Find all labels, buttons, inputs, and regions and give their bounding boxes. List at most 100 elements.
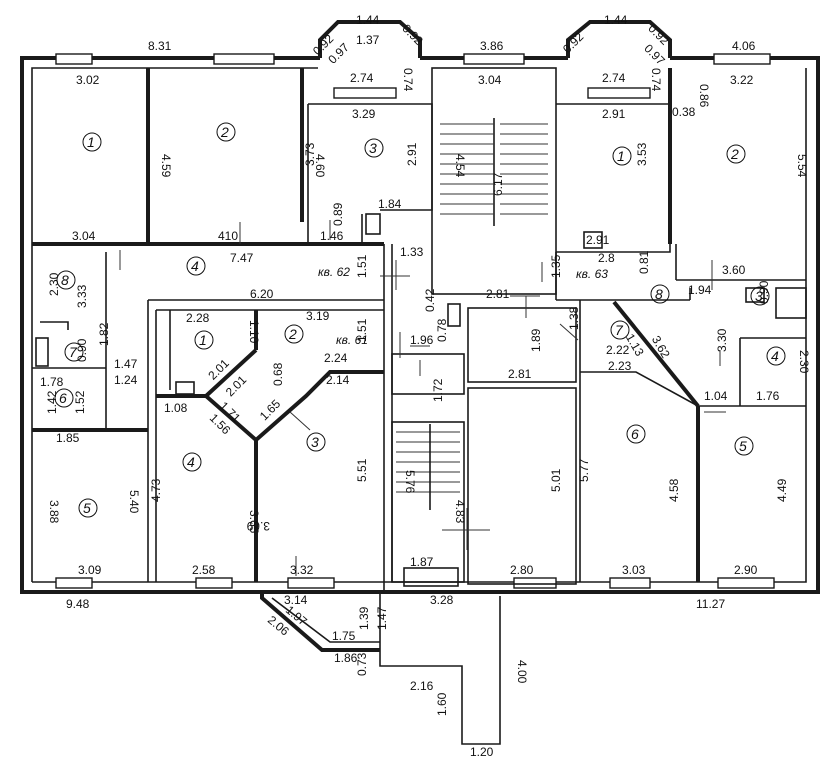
dimension-label: 3.14 (284, 593, 308, 607)
dimension-label: 3.04 (72, 229, 96, 243)
dimension-label: 6.20 (250, 287, 274, 301)
dimension-label: 11.27 (696, 597, 725, 611)
dimension-label: 2.81 (508, 367, 532, 381)
apartment-labels: кв. 62 кв. 61 кв. 63 (318, 265, 608, 347)
dimension-label: 1.82 (97, 322, 111, 346)
dimension-label: 3.28 (430, 593, 454, 607)
dimension-label: 2.30 (47, 272, 61, 296)
room-number: 2 (220, 124, 229, 140)
dimension-label: 5.54 (795, 154, 809, 178)
dimension-label: 2.80 (510, 563, 534, 577)
room-number: 4 (191, 258, 199, 274)
dimension-label: 4.58 (667, 478, 681, 502)
room-number: 3 (755, 288, 763, 304)
dimension-label: 3.32 (290, 563, 314, 577)
dimension-label: 0.74 (649, 68, 663, 92)
dimension-label: 2.01 (205, 356, 232, 383)
room-number: 6 (59, 390, 67, 406)
dimension-label: 4.60 (313, 154, 327, 178)
dimension-label: 2.74 (350, 71, 374, 85)
dimension-label: 1.42 (45, 390, 59, 414)
dimension-label: 1.86 (334, 651, 358, 665)
dimension-label: 1.44 (356, 13, 380, 27)
dimension-label: 2.16 (410, 679, 434, 693)
dimension-label: 2.91 (405, 142, 419, 166)
room-number: 2 (288, 326, 297, 342)
dimension-label: 0.92 (560, 29, 587, 56)
dimension-label: 0.89 (331, 202, 345, 226)
apartment-label: кв. 62 (318, 265, 350, 279)
dimension-label: 5.40 (127, 490, 141, 514)
dimension-label: 3.09 (78, 563, 102, 577)
dimension-label: 1.60 (435, 692, 449, 716)
dimension-label: 3.88 (47, 500, 61, 524)
room-number: 1 (87, 134, 95, 150)
dimension-label: 2.23 (608, 359, 632, 373)
dimension-label: 5.51 (355, 458, 369, 482)
dimension-label: 2.91 (586, 233, 610, 247)
room-number: 5 (739, 438, 747, 454)
dimension-label: 2.24 (324, 351, 348, 365)
dimension-label: 3.04 (478, 73, 502, 87)
room-number: 7 (615, 322, 624, 338)
dimension-label: 1.76 (756, 389, 780, 403)
dimension-label: 0.73 (355, 652, 369, 676)
dimension-label: 1.85 (56, 431, 80, 445)
dimension-label: 1.78 (40, 375, 64, 389)
apartment-label: кв. 61 (336, 333, 368, 347)
room-number: 3 (311, 434, 319, 450)
apartment-label: кв. 63 (576, 267, 608, 281)
dimension-label: 0.38 (672, 105, 696, 119)
dimension-label: 4.59 (159, 154, 173, 178)
dimension-label: 6.17 (491, 172, 505, 196)
door-marks (119, 220, 726, 576)
dimension-label: 3.29 (352, 107, 376, 121)
room-number: 7 (69, 344, 78, 360)
dimension-label: 2.22 (606, 343, 630, 357)
dimension-label: 1.87 (410, 555, 434, 569)
dimension-label: 1.38 (567, 306, 581, 330)
dimension-label: 1.47 (375, 606, 389, 630)
dimension-label: 3.02 (76, 73, 100, 87)
dimension-label: 3.69 (246, 519, 270, 533)
dimension-label: 4.49 (775, 478, 789, 502)
dimension-label: 5.77 (577, 458, 591, 482)
windows (55, 53, 775, 589)
room-numbers: 1 2 3 4 5 6 7 8 1 2 3 4 1 2 3 4 5 6 7 8 (54, 122, 786, 518)
dimension-label: 1.35 (549, 254, 563, 278)
dimension-label: 1.04 (704, 389, 728, 403)
room-number: 1 (199, 332, 207, 348)
dimension-label: 5.76 (403, 470, 417, 494)
dimension-label: 2.74 (602, 71, 626, 85)
dimension-label: 9.48 (66, 597, 90, 611)
dimension-label: 1.84 (378, 197, 402, 211)
dimension-label: 0.78 (435, 318, 449, 342)
dimension-label: 1.44 (604, 13, 628, 27)
dimension-label: 410 (218, 229, 238, 243)
dimension-label: 1.51 (355, 318, 369, 342)
dimension-label: 1.10 (247, 320, 261, 344)
dimension-label: 1.75 (332, 629, 356, 643)
dimension-label: 1.20 (470, 745, 494, 759)
dimension-label: 7.47 (230, 251, 254, 265)
dimension-label: 1.33 (400, 245, 424, 259)
dimension-label: 3.22 (730, 73, 754, 87)
room-number: 6 (631, 426, 639, 442)
dimension-label: 2.28 (186, 311, 210, 325)
dimension-label: 5.01 (549, 468, 563, 492)
dimension-label: 2.58 (192, 563, 216, 577)
dimension-label: 0.81 (637, 250, 651, 274)
room-number: 8 (655, 286, 663, 302)
dimension-label: 3.19 (306, 309, 330, 323)
dimension-label: 3.73 (303, 142, 317, 166)
dimension-label: 1.72 (431, 378, 445, 402)
dimension-label: 0.90 (75, 338, 89, 362)
dimension-label: 1.47 (114, 357, 138, 371)
dimension-label: 3.86 (480, 39, 504, 53)
dimension-label: 3.65 (247, 510, 261, 534)
room-number: 4 (187, 454, 195, 470)
dimension-label: 2.8 (598, 251, 615, 265)
room-number: 1 (617, 148, 625, 164)
internal-walls (32, 67, 807, 590)
